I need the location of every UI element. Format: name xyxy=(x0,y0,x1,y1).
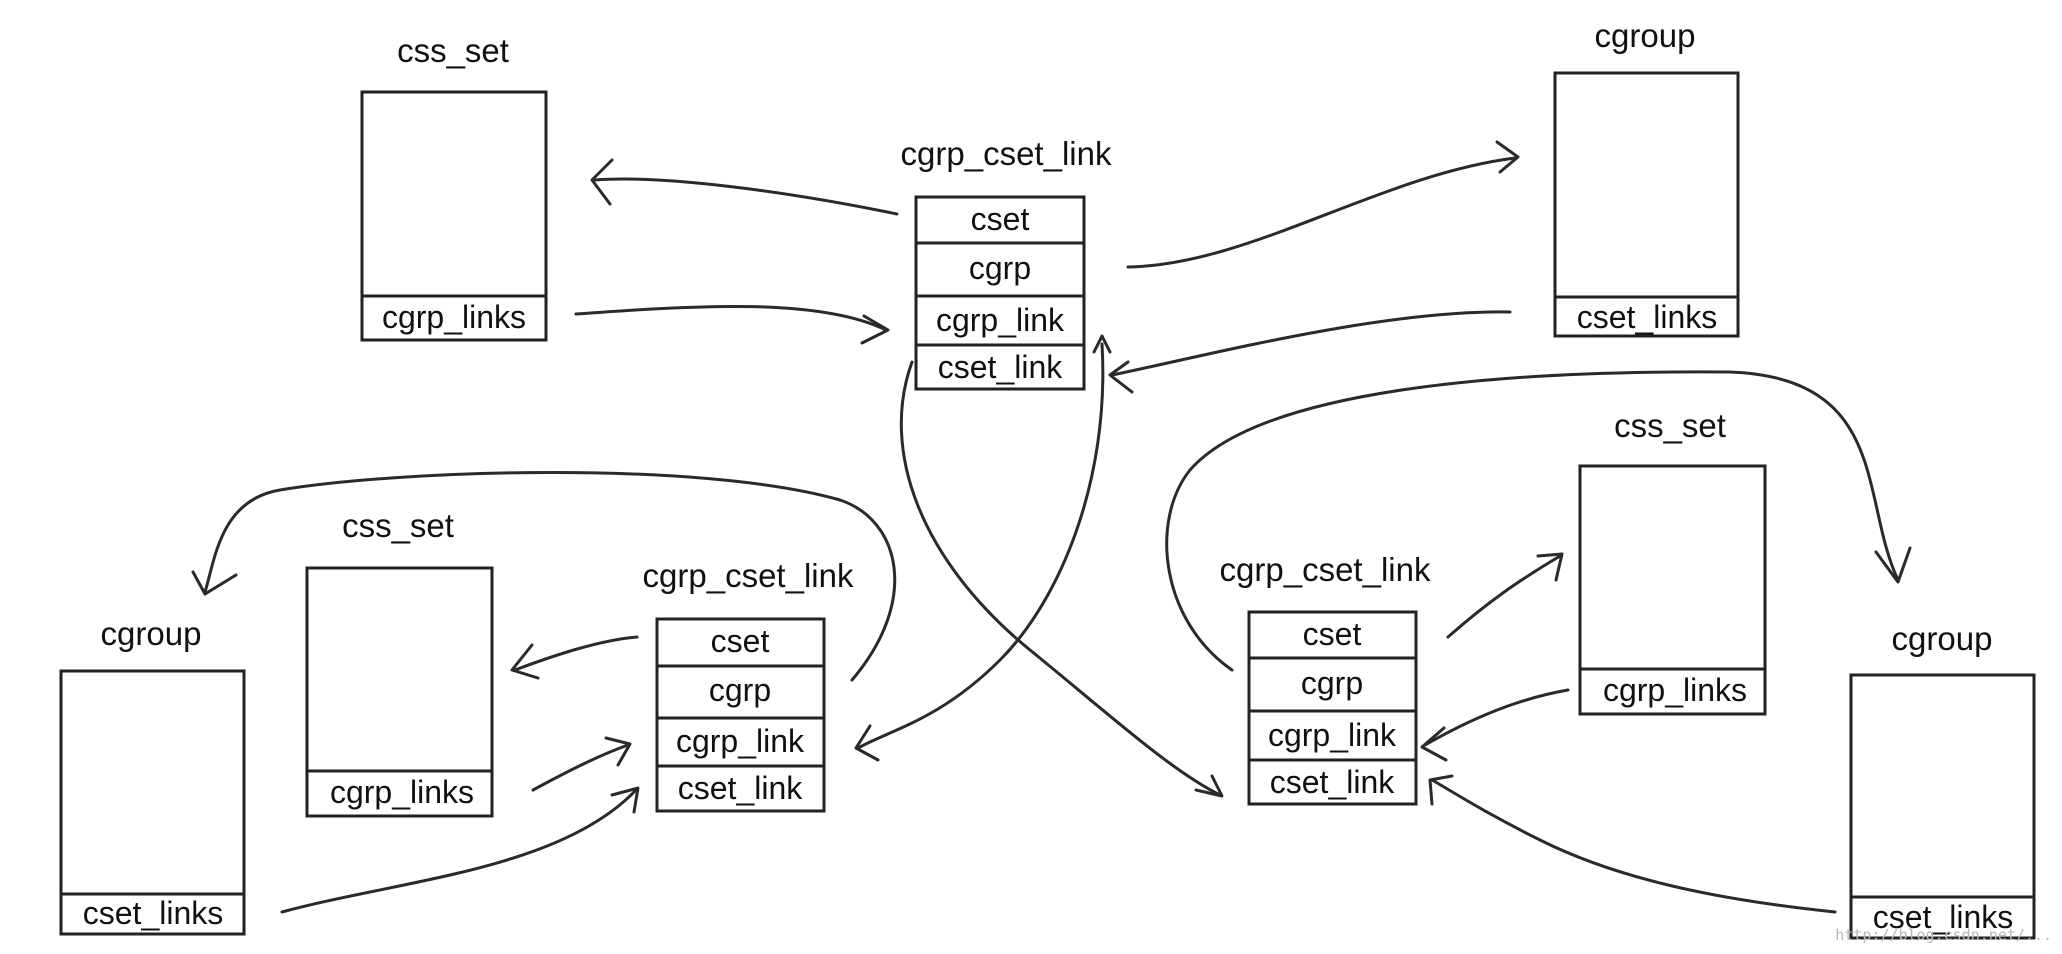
right-link-cset-link-field: cset_link xyxy=(1270,764,1396,800)
right-cgroup-title: cgroup xyxy=(1892,620,1993,657)
arrow-cross-top-to-left-link xyxy=(854,334,1112,762)
left-css-set-cgrp-links-field: cgrp_links xyxy=(330,774,474,810)
arrow-left-cset-to-css-set xyxy=(510,635,639,680)
arrow-top-cgroup-to-cset-link xyxy=(1108,310,1512,394)
arrow-right-css-set-to-cgrp-link xyxy=(1420,688,1570,762)
top-cgrp-cset-link: cgrp_cset_link cset cgrp cgrp_link cset_… xyxy=(901,135,1112,391)
right-link-box xyxy=(1247,610,1418,806)
left-cgroup-cset-links-field: cset_links xyxy=(83,895,224,931)
arrow-left-cgroup-to-cset-link xyxy=(280,786,640,914)
top-link-title: cgrp_cset_link xyxy=(901,135,1112,172)
top-link-cset-field: cset xyxy=(971,201,1030,237)
top-cgroup-box xyxy=(1553,71,1740,338)
right-link-title: cgrp_cset_link xyxy=(1220,551,1431,588)
top-css-set: css_set cgrp_links xyxy=(360,32,548,342)
right-cgroup-box xyxy=(1849,673,2036,940)
left-css-set: css_set cgrp_links xyxy=(305,507,494,818)
right-css-set-box xyxy=(1578,464,1767,716)
right-css-set-title: css_set xyxy=(1614,407,1726,444)
top-link-box xyxy=(914,195,1086,391)
left-link-title: cgrp_cset_link xyxy=(643,557,854,594)
arrow-right-cgrp-to-cgroup xyxy=(1165,370,1912,672)
right-link-cset-field: cset xyxy=(1303,616,1362,652)
arrow-right-cgroup-to-cset-link xyxy=(1428,774,1837,914)
top-link-cgrp-field: cgrp xyxy=(969,250,1031,286)
left-link-cgrp-field: cgrp xyxy=(709,672,771,708)
top-css-set-cgrp-links-field: cgrp_links xyxy=(382,299,526,335)
right-cgroup-cset-links-field: cset_links xyxy=(1873,899,2014,935)
arrow-top-css-set-to-cgrp-link xyxy=(574,304,890,345)
top-cgroup-cset-links-field: cset_links xyxy=(1577,299,1718,335)
right-cgrp-cset-link: cgrp_cset_link cset cgrp cgrp_link cset_… xyxy=(1220,551,1431,806)
right-css-set-cgrp-links-field: cgrp_links xyxy=(1603,672,1747,708)
arrow-left-css-set-to-cgrp-link xyxy=(531,736,632,792)
top-link-cset-link-field: cset_link xyxy=(938,349,1064,385)
right-link-cgrp-link-field: cgrp_link xyxy=(1268,717,1397,753)
left-cgrp-cset-link: cgrp_cset_link cset cgrp cgrp_link cset_… xyxy=(643,557,854,813)
arrow-cross-top-to-right-link xyxy=(899,360,1224,798)
left-link-cset-link-field: cset_link xyxy=(678,770,804,806)
left-cgroup: cgroup cset_links xyxy=(59,615,246,936)
left-css-set-box xyxy=(305,566,494,818)
right-link-cgrp-field: cgrp xyxy=(1301,665,1363,701)
arrow-top-cset-to-css-set xyxy=(590,158,899,216)
left-link-cgrp-link-field: cgrp_link xyxy=(676,723,805,759)
arrow-right-cset-to-css-set xyxy=(1446,552,1564,639)
left-link-box xyxy=(655,617,826,813)
left-cgroup-box xyxy=(59,669,246,936)
top-link-cgrp-link-field: cgrp_link xyxy=(936,302,1065,338)
arrow-top-cgrp-to-cgroup xyxy=(1126,140,1520,269)
left-link-cset-field: cset xyxy=(711,623,770,659)
right-cgroup: cgroup cset_links xyxy=(1849,620,2036,940)
top-css-set-box xyxy=(360,90,548,342)
watermark-text: http://blog.csdn.net/... xyxy=(1835,926,2052,944)
top-cgroup-title: cgroup xyxy=(1595,17,1696,54)
top-css-set-title: css_set xyxy=(397,32,509,69)
left-cgroup-title: cgroup xyxy=(101,615,202,652)
left-css-set-title: css_set xyxy=(342,507,454,544)
arrow-left-cgrp-to-cgroup xyxy=(191,471,897,682)
top-cgroup: cgroup cset_links xyxy=(1553,17,1740,338)
right-css-set: css_set cgrp_links xyxy=(1578,407,1767,716)
